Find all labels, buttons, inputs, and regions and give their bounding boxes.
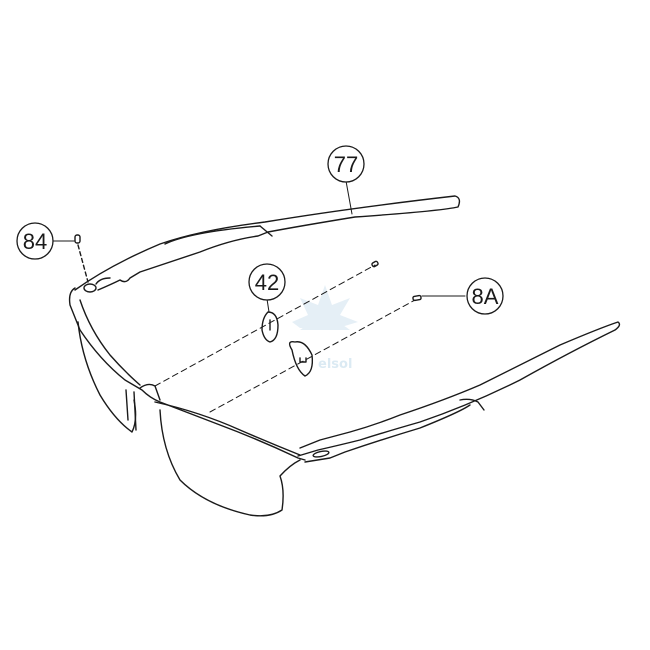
nose-pad-right [288, 340, 314, 377]
callout-84-label: 84 [23, 229, 47, 254]
front-frame [68, 287, 621, 517]
watermark-text: elsol [318, 357, 352, 372]
callout-84: 84 [16, 222, 54, 260]
callout-8A: 8A [466, 277, 504, 315]
callout-77: 77 [327, 145, 365, 183]
assembly-line-lower [209, 299, 416, 413]
hinge-screw-part [74, 234, 97, 293]
callout-42: 42 [248, 263, 286, 301]
callout-42-label: 42 [255, 270, 279, 295]
nose-pad-left [261, 311, 279, 343]
temple-arm-upper [74, 195, 461, 291]
watermark: elsol [292, 285, 358, 372]
assembly-line-upper [154, 264, 376, 387]
leader-77 [345, 180, 353, 215]
callout-8A-label: 8A [472, 284, 499, 309]
leader-42 [266, 298, 270, 313]
callout-77-label: 77 [334, 152, 358, 177]
temple-logo [312, 450, 330, 458]
watermark-sun-icon [292, 285, 358, 328]
